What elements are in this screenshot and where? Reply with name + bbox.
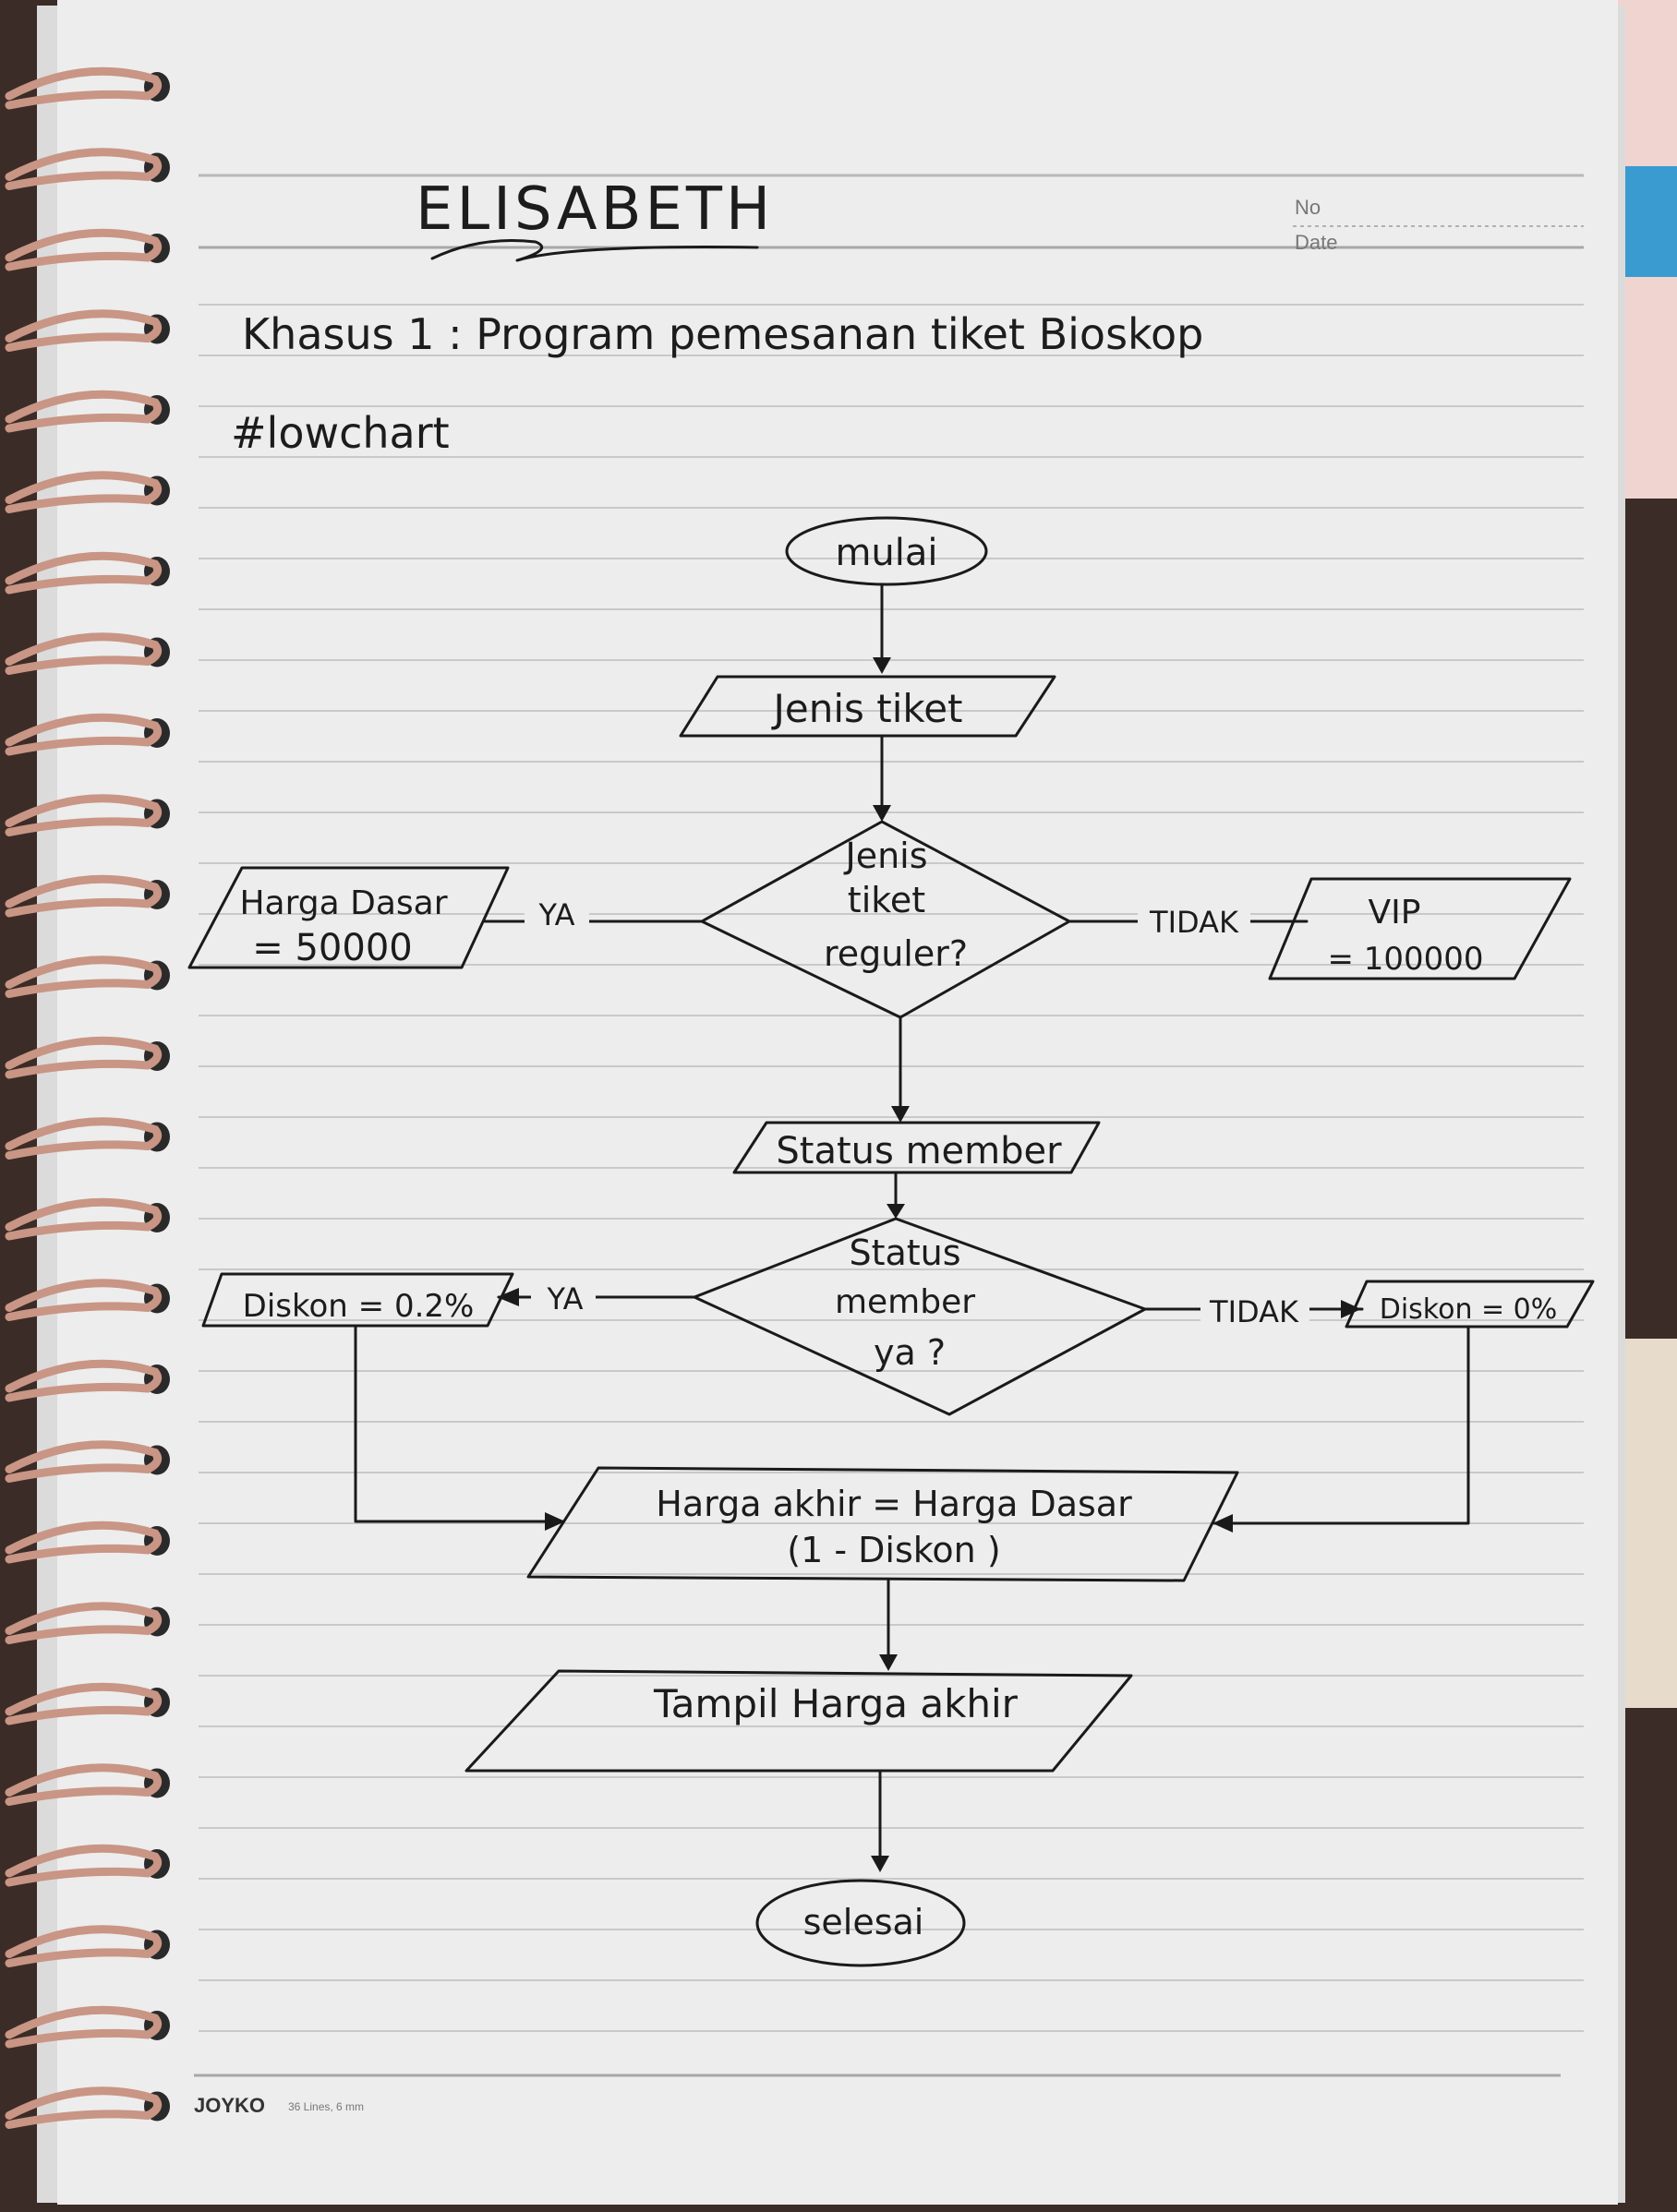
yes-label-1: YA: [538, 897, 575, 932]
arrowhead: [879, 1654, 898, 1671]
spiral-ring: [5, 956, 163, 998]
sticky-note-beige: [1625, 1339, 1677, 1708]
vip-price-box: [1268, 877, 1572, 980]
notebook-page: [57, 0, 1618, 2205]
spiral-ring: [5, 1036, 163, 1079]
connector-yes-to-calc: [354, 1324, 565, 1523]
calc-line-1: Harga akhir = Harga Dasar: [656, 1484, 1132, 1524]
decision-member-line-3: ya ?: [874, 1332, 946, 1373]
label-mask: [525, 896, 589, 932]
regular-price-box: [187, 866, 510, 969]
decision-ticket-line-3: reguler?: [824, 933, 968, 974]
arrowhead: [1341, 1300, 1361, 1318]
regular-price-line-2: = 50000: [252, 927, 412, 969]
display-label: Tampil Harga akhir: [653, 1681, 1019, 1726]
arrowhead: [497, 1288, 519, 1306]
spiral-ring: [5, 551, 163, 595]
arrowhead: [891, 1106, 910, 1123]
input-ticket-type: [679, 675, 1056, 738]
arrowhead: [871, 1856, 889, 1872]
discount-no-box: [1345, 1280, 1595, 1328]
ruled-lines: [199, 304, 1584, 2032]
spiral-ring: [5, 66, 163, 110]
discount-yes-label: Diskon = 0.2%: [243, 1288, 475, 1325]
spiral-ring: [5, 1682, 163, 1725]
end-label: selesai: [803, 1902, 924, 1942]
spiral-ring: [5, 794, 163, 836]
arrowhead: [873, 805, 891, 822]
label-mask: [1138, 896, 1250, 932]
date-label: Date: [1295, 231, 1337, 254]
start-terminator: [785, 516, 988, 586]
display-output-box: [464, 1669, 1133, 1773]
spiral-ring: [5, 390, 163, 433]
spiral-ring: [5, 2086, 163, 2129]
paper-spec: 36 Lines, 6 mm: [288, 2100, 364, 2113]
sticky-note-blue: [1625, 166, 1677, 277]
spiral-ring: [5, 1925, 163, 1967]
spiral-binding: [5, 66, 170, 2129]
spiral-ring: [5, 1117, 163, 1160]
connector-no-to-calc: [1213, 1325, 1470, 1525]
spiral-ring: [5, 713, 163, 756]
spiral-ring: [5, 148, 163, 190]
discount-yes-box: [201, 1272, 514, 1328]
spiral-ring: [5, 874, 163, 918]
spiral-ring: [5, 228, 163, 271]
spiral-ring: [5, 1359, 163, 1402]
spiral-ring: [5, 1602, 163, 1644]
calc-line-2: (1 - Diskon ): [787, 1530, 1000, 1570]
case-title: Khasus 1 : Program pemesanan tiket Biosk…: [242, 309, 1203, 359]
input-member-status: [732, 1121, 1101, 1174]
spiral-ring: [5, 1197, 163, 1241]
vip-price-line-2: = 100000: [1327, 941, 1483, 978]
spiral-ring: [5, 632, 163, 675]
decision-member: [693, 1217, 1147, 1416]
regular-price-line-1: Harga Dasar: [239, 884, 447, 922]
decision-ticket-line-2: tiket: [848, 880, 925, 920]
arrowhead: [1213, 1514, 1233, 1533]
decision-member-line-2: member: [835, 1283, 975, 1321]
spiral-ring: [5, 2005, 163, 2049]
spiral-ring: [5, 309, 163, 352]
yes-label-2: YA: [547, 1281, 584, 1316]
calc-final-price-box: [526, 1466, 1239, 1582]
no-label: No: [1295, 196, 1321, 219]
end-terminator: [755, 1879, 966, 1967]
no-label-1: TIDAK: [1149, 905, 1239, 940]
decision-member-line-1: Status: [849, 1232, 960, 1273]
label-mask: [1200, 1289, 1309, 1326]
label-mask: [531, 1276, 596, 1313]
decision-ticket-line-1: Jenis: [843, 836, 927, 876]
page-title: ELISABETH: [416, 175, 774, 244]
discount-no-label: Diskon = 0%: [1380, 1293, 1558, 1326]
spiral-ring: [5, 471, 163, 513]
spiral-ring: [5, 1521, 163, 1564]
flowchart: mulai Jenis tiket Jenis tiket reguler? Y…: [187, 516, 1595, 1967]
arrowhead: [873, 657, 891, 674]
title-underline: [430, 239, 759, 262]
brand-logo: JOYKO: [194, 2094, 265, 2117]
spiral-ring: [5, 1844, 163, 1887]
input-ticket-label: Jenis tiket: [770, 686, 962, 731]
spiral-ring: [5, 1279, 163, 1321]
spiral-ring: [5, 1763, 163, 1806]
input-member-label: Status member: [776, 1130, 1062, 1172]
arrowhead: [887, 1204, 905, 1219]
spiral-ring: [5, 1440, 163, 1483]
start-label: mulai: [835, 532, 937, 574]
no-label-2: TIDAK: [1209, 1294, 1299, 1329]
section-heading: #lowchart: [231, 408, 450, 458]
arrowhead: [545, 1512, 565, 1531]
vip-price-line-1: VIP: [1369, 894, 1421, 932]
